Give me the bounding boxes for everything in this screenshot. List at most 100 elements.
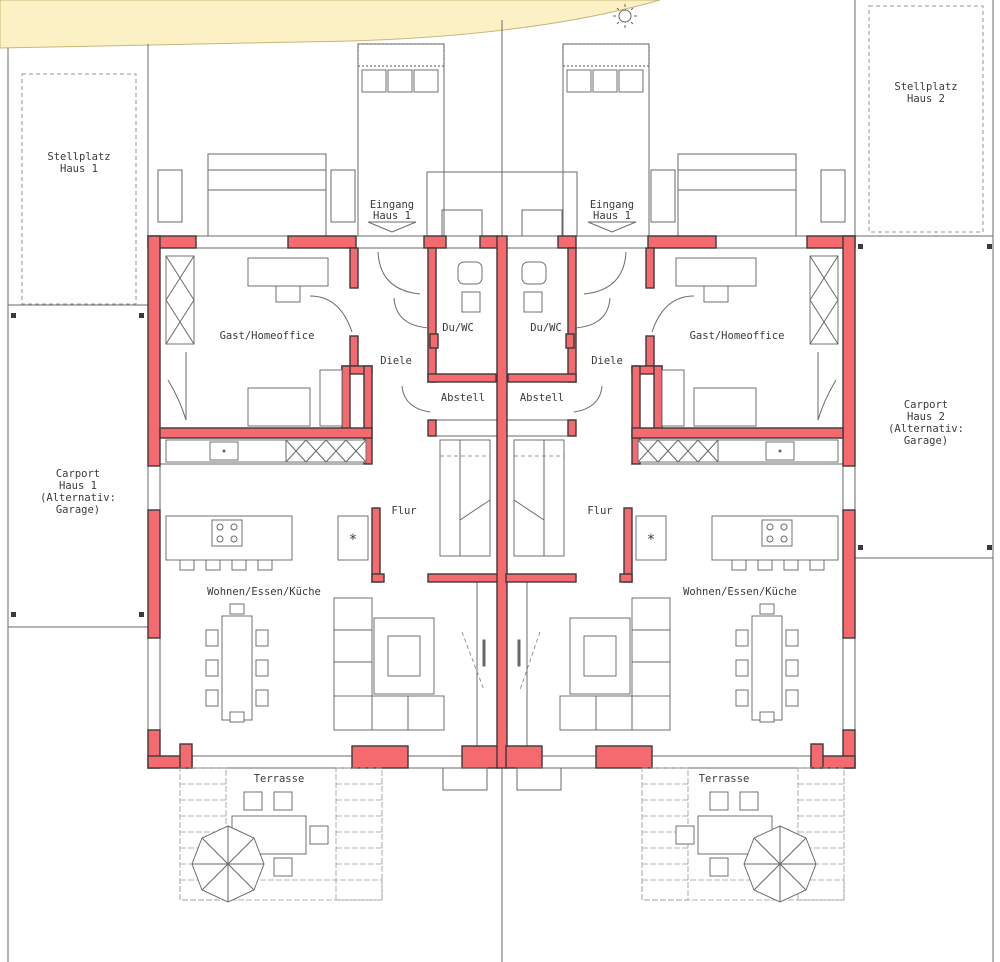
label-carport-h2-4: Garage) — [904, 435, 948, 447]
label-carport-h2-3: (Alternativ: — [888, 423, 964, 435]
label-guest-office-left: Gast/Homeoffice — [220, 330, 315, 342]
bike-rack-right — [650, 153, 846, 237]
parking-space-haus-1 — [21, 73, 137, 305]
wall-segment — [496, 235, 508, 769]
wall-segment — [427, 573, 499, 583]
carport-haus-2 — [854, 235, 994, 559]
dining-table-right — [735, 603, 799, 723]
label-corridor-right: Flur — [587, 505, 612, 517]
terrace-right — [641, 767, 845, 901]
label-carport-h1-2: Haus 1 — [59, 480, 97, 492]
wall-segment — [623, 507, 633, 583]
label-carport-h1-3: (Alternativ: — [40, 492, 116, 504]
wall-segment — [619, 573, 633, 583]
terrace-doors — [442, 631, 562, 791]
parasol-icon-right — [743, 825, 817, 903]
label-hall-right: Diele — [591, 355, 623, 367]
label-entrance-left-2: Haus 1 — [373, 210, 411, 222]
carport-haus-1 — [7, 304, 149, 628]
wall-segment — [567, 419, 577, 437]
wall-segment — [842, 235, 856, 467]
wall-segment — [351, 745, 409, 769]
label-entrance-right-2: Haus 1 — [593, 210, 631, 222]
label-carport-h2-1: Carport — [904, 399, 948, 411]
label-guest-office-right: Gast/Homeoffice — [690, 330, 785, 342]
wall-segment — [653, 365, 663, 431]
label-carport-h1-1: Carport — [56, 468, 100, 480]
wall-segment — [810, 743, 824, 769]
label-storage-left: Abstell — [441, 392, 485, 404]
svg-text:*: * — [349, 532, 357, 548]
door-swings — [309, 251, 695, 413]
walls — [147, 235, 856, 769]
wall-segment — [423, 235, 447, 249]
sofa-left — [333, 597, 445, 731]
wall-segment — [429, 333, 439, 349]
wall-segment — [557, 235, 577, 249]
label-entrance-right-1: Eingang — [590, 199, 634, 211]
wall-segment — [645, 335, 655, 367]
hob-icon — [211, 519, 243, 547]
wall-segment — [565, 333, 575, 349]
wall-segment — [179, 743, 193, 769]
wall-segment — [507, 373, 577, 383]
sofa-right — [559, 597, 671, 731]
label-carport-h2-2: Haus 2 — [907, 411, 945, 423]
label-hall-left: Diele — [380, 355, 412, 367]
sun-icon — [613, 4, 637, 28]
kitchen-island-right — [711, 515, 839, 571]
wall-segment — [647, 235, 717, 249]
wall-segment — [505, 573, 577, 583]
wall-segment — [427, 247, 437, 383]
wall-segment — [645, 247, 655, 289]
svg-text:*: * — [647, 532, 655, 548]
label-parking-h2-1: Stellplatz — [894, 81, 957, 93]
entrance-arrow-right — [587, 221, 637, 233]
label-living-left: Wohnen/Essen/Küche — [207, 586, 321, 598]
wall-segment — [287, 235, 357, 249]
wardrobe-asterisk-left: * — [337, 515, 369, 561]
wall-segment — [842, 509, 856, 639]
parasol-icon — [191, 825, 265, 903]
wall-segment — [159, 427, 373, 439]
wardrobe-asterisk-right: * — [635, 515, 667, 561]
planter-right — [562, 43, 650, 93]
bike-rack-left — [157, 153, 356, 237]
wall-segment — [479, 235, 499, 249]
label-carport-h1-4: Garage) — [56, 504, 100, 516]
label-shower-wc-right: Du/WC — [530, 322, 562, 334]
wall-segment — [461, 745, 499, 769]
wall-segment — [631, 427, 844, 439]
planter-left — [357, 43, 445, 93]
bathroom-fixtures — [457, 261, 547, 313]
wall-segment — [349, 335, 359, 367]
wall-segment — [371, 507, 381, 583]
wall-segment — [147, 235, 161, 467]
guest-room-furniture-right — [661, 255, 839, 427]
wall-segment — [147, 509, 161, 639]
staircases — [439, 439, 565, 557]
wall-segment — [371, 573, 385, 583]
label-terrace-right: Terrasse — [699, 773, 750, 785]
label-parking-h1-2: Haus 1 — [60, 163, 98, 175]
dining-table-left — [205, 603, 269, 723]
label-entrance-left-1: Eingang — [370, 199, 414, 211]
guest-room-furniture-left — [165, 255, 343, 427]
wall-segment — [349, 247, 359, 289]
label-terrace-left: Terrasse — [254, 773, 305, 785]
wall-segment — [363, 365, 373, 465]
parking-space-haus-2 — [868, 5, 984, 233]
label-living-right: Wohnen/Essen/Küche — [683, 586, 797, 598]
kitchen-counter-right — [637, 439, 839, 463]
label-parking-h2-2: Haus 2 — [907, 93, 945, 105]
wall-segment — [567, 247, 577, 383]
wall-segment — [427, 373, 497, 383]
wall-segment — [427, 419, 437, 437]
wall-segment — [505, 745, 543, 769]
label-corridor-left: Flur — [391, 505, 416, 517]
wall-segment — [341, 365, 351, 431]
entrance-arrow-left — [367, 221, 417, 233]
lawn-area — [0, 0, 661, 49]
kitchen-counter-left — [165, 439, 367, 463]
